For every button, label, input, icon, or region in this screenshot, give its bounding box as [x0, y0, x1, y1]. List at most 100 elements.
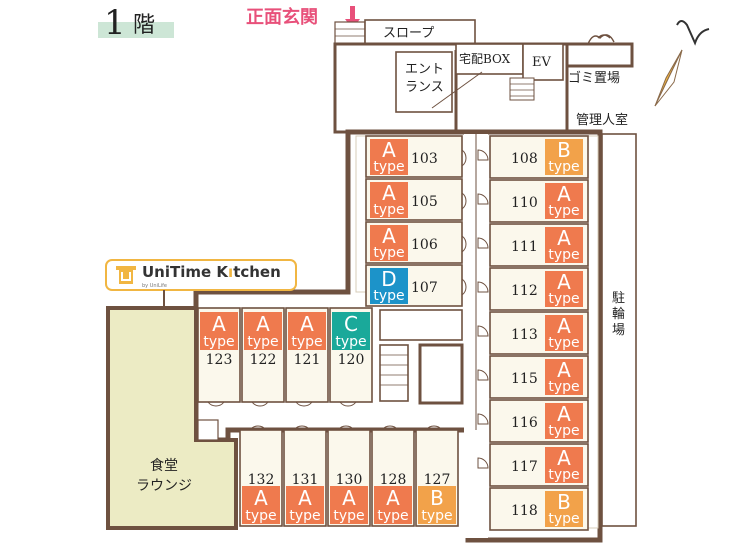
unit-type-badge [545, 403, 583, 439]
unit-type-word: type [548, 203, 579, 219]
floor-kanji: 階 [133, 13, 155, 38]
unit-type-letter: A [300, 312, 314, 336]
main-entrance-label: 正面玄関 [246, 6, 318, 28]
unit-number: 111 [511, 239, 538, 255]
unit-number: 105 [411, 194, 438, 210]
unit-type-word: type [289, 508, 320, 524]
logo-text-b: tchen [233, 263, 281, 281]
unit-type-letter: B [430, 486, 444, 510]
unit-number: 131 [292, 472, 319, 488]
unit-type-badge [545, 139, 583, 175]
unit-type-word: type [548, 335, 579, 351]
unit-type-badge [288, 312, 326, 350]
garbage-label: ゴミ置場 [568, 70, 620, 86]
floor-label: 1 階 [98, 3, 174, 43]
entrance-block [333, 42, 569, 134]
unit-number: 118 [511, 503, 538, 519]
unit-type-letter: B [557, 490, 571, 514]
unit-number: 112 [511, 283, 538, 299]
unit-number: 106 [411, 237, 438, 253]
manager-office-label: 管理人室 [576, 112, 628, 128]
unit-type-badge [244, 312, 282, 350]
bicycle-parking [601, 133, 637, 527]
unit-type-letter: A [342, 486, 356, 510]
unit-number: 121 [294, 352, 321, 368]
unit-type-badge [332, 312, 370, 350]
unit-number: 107 [411, 280, 438, 296]
unit-type-word: type [291, 334, 322, 350]
unit-type-word: type [373, 245, 404, 261]
unit-type-letter: A [557, 314, 571, 338]
unit-type-word: type [203, 334, 234, 350]
logo-text-a: UniTime K [142, 263, 229, 281]
unit-type-letter: A [254, 486, 268, 510]
floor-number: 1 [104, 3, 126, 43]
unit-type-letter: A [557, 402, 571, 426]
unit-type-word: type [373, 288, 404, 304]
unit-type-badge [330, 486, 368, 524]
unit-type-letter: A [557, 226, 571, 250]
unit-number: 113 [511, 327, 538, 343]
unit-type-letter: A [382, 224, 396, 248]
unit-type-word: type [548, 379, 579, 395]
unit-number: 115 [511, 371, 538, 387]
unit-type-badge [545, 491, 583, 527]
unit-type-badge [286, 486, 324, 524]
unit-number: 110 [511, 195, 538, 211]
unit-type-word: type [377, 508, 408, 524]
dining-lounge-label: 食堂 ラウンジ [136, 457, 192, 494]
floor-label-bar [98, 22, 174, 38]
garbage-area [567, 34, 634, 68]
entrance-steps [334, 21, 366, 45]
dining-lounge [106, 306, 238, 530]
unit-type-word: type [245, 508, 276, 524]
cooking-pot-icon [116, 266, 136, 284]
unit-number: 122 [250, 352, 277, 368]
unit-type-badge [418, 486, 456, 524]
unit-type-word: type [333, 508, 364, 524]
unit-type-badge [545, 271, 583, 307]
unit-number: 123 [206, 352, 233, 368]
unit-type-word: type [335, 334, 366, 350]
unitime-kitchen-logo: UniTime Kıtchen by UniLife [105, 259, 297, 308]
unit-type-letter: D [381, 267, 396, 291]
unit-number: 128 [380, 472, 407, 488]
unit-type-badge [242, 486, 280, 524]
unit-type-badge [370, 139, 408, 175]
unit-number: 108 [511, 151, 538, 167]
unit-type-badge [370, 268, 408, 304]
slope-label: スロープ [383, 26, 434, 41]
doors-layer [207, 149, 489, 469]
north-compass-icon [654, 20, 710, 107]
unit-type-letter: A [557, 358, 571, 382]
unit-number: 116 [511, 415, 538, 431]
unit-number: 120 [338, 352, 365, 368]
unit-type-badge [545, 315, 583, 351]
unit-type-word: type [373, 202, 404, 218]
entrance-label: エント ランス [405, 62, 448, 95]
